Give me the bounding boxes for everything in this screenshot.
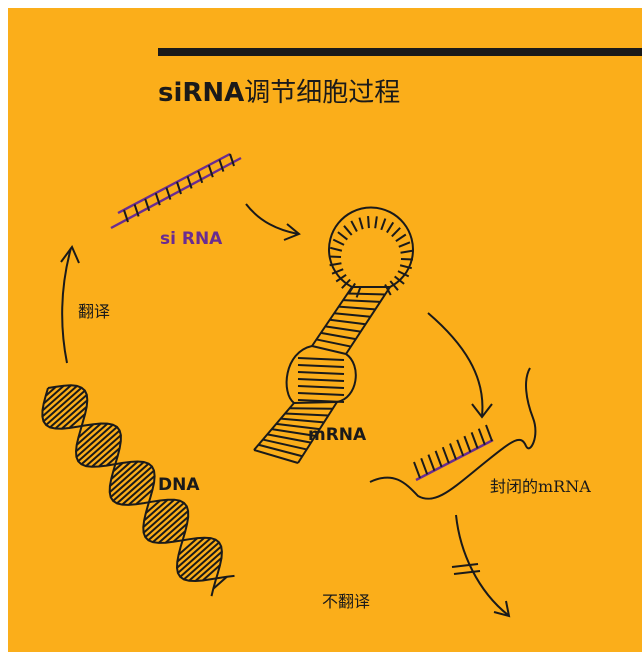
mrna-stem-base-pair — [316, 339, 350, 346]
mrna-stem-base-pair — [321, 333, 356, 339]
mrna-stem-base-pair — [334, 313, 370, 317]
mrna-bulge-base — [298, 365, 344, 367]
arrow-icon — [246, 204, 298, 234]
blocked-base-pair — [450, 444, 456, 460]
mrna-stem-base-pair — [330, 320, 366, 324]
mrna-stem-base-pair — [312, 346, 346, 354]
dna-helix — [42, 385, 234, 596]
mrna-stem-base-pair — [343, 300, 380, 302]
mrna-label: mRNA — [308, 425, 367, 445]
blocked-base-pair — [428, 455, 434, 471]
mrna-stem-base-pair — [290, 408, 333, 409]
mrna-loop-base — [399, 242, 410, 246]
blocked-mrna-label: 封闭的mRNA — [490, 477, 591, 496]
sirna-diagram: si RNA 翻译 mRNA DNA 封闭的mRNA 不翻译 — [8, 8, 642, 652]
mrna-stem-base-pair — [281, 419, 324, 423]
sirna-duplex — [111, 154, 241, 228]
blocked-base-pair — [479, 429, 485, 445]
blocked-base-pair — [414, 462, 420, 478]
mrna-stem-base-pair — [339, 307, 376, 310]
mrna-loop-base — [351, 221, 357, 232]
blocked-base-pair — [457, 440, 463, 456]
translation-label: 翻译 — [78, 302, 110, 321]
mrna-bulge-base — [298, 400, 344, 402]
blocked-base-pair — [464, 436, 470, 452]
mrna-loop-base — [330, 248, 342, 251]
mrna-bulge-base — [298, 372, 344, 374]
mrna-loop-base — [359, 218, 362, 230]
mrna-loop-base — [344, 226, 352, 235]
diagram-canvas: siRNA调节细胞过程 — [8, 8, 642, 652]
blocked-base-pair — [486, 425, 492, 441]
mrna-stem-base-pair — [348, 294, 386, 295]
mrna-bulge-base — [298, 379, 344, 381]
blocked-base-pair — [472, 432, 478, 448]
blocked-base-pair — [443, 447, 449, 463]
no-translation-label: 不翻译 — [322, 592, 370, 611]
mrna-loop-base — [392, 228, 400, 237]
mrna-bulge-base — [298, 386, 344, 388]
translation-arrow-icon — [62, 248, 71, 363]
mrna-loop-base — [368, 216, 369, 228]
mrna-loop-base — [338, 232, 347, 239]
mrna-loop-base — [375, 216, 377, 228]
block-bar-2 — [454, 571, 480, 574]
mrna-loop-base — [387, 222, 393, 232]
cleavage-arrow-icon — [428, 313, 482, 416]
mrna-loop-base — [333, 240, 344, 245]
blocked-base-pair — [421, 458, 427, 474]
block-bar-1 — [452, 564, 478, 567]
mrna-loop-base — [401, 251, 413, 253]
mrna-bulge-base — [298, 358, 344, 360]
mrna-loop-base — [396, 235, 406, 242]
mrna-stem-base-pair — [325, 326, 360, 331]
mrna-stem-base-pair — [254, 450, 298, 463]
mrna-loop-base — [381, 219, 385, 230]
blocked-base-pair — [436, 451, 442, 467]
mrna-bulge-base — [298, 393, 344, 395]
sirna-label: si RNA — [160, 229, 223, 249]
dna-label: DNA — [158, 475, 200, 495]
mrna-stem-base-pair — [285, 413, 328, 415]
